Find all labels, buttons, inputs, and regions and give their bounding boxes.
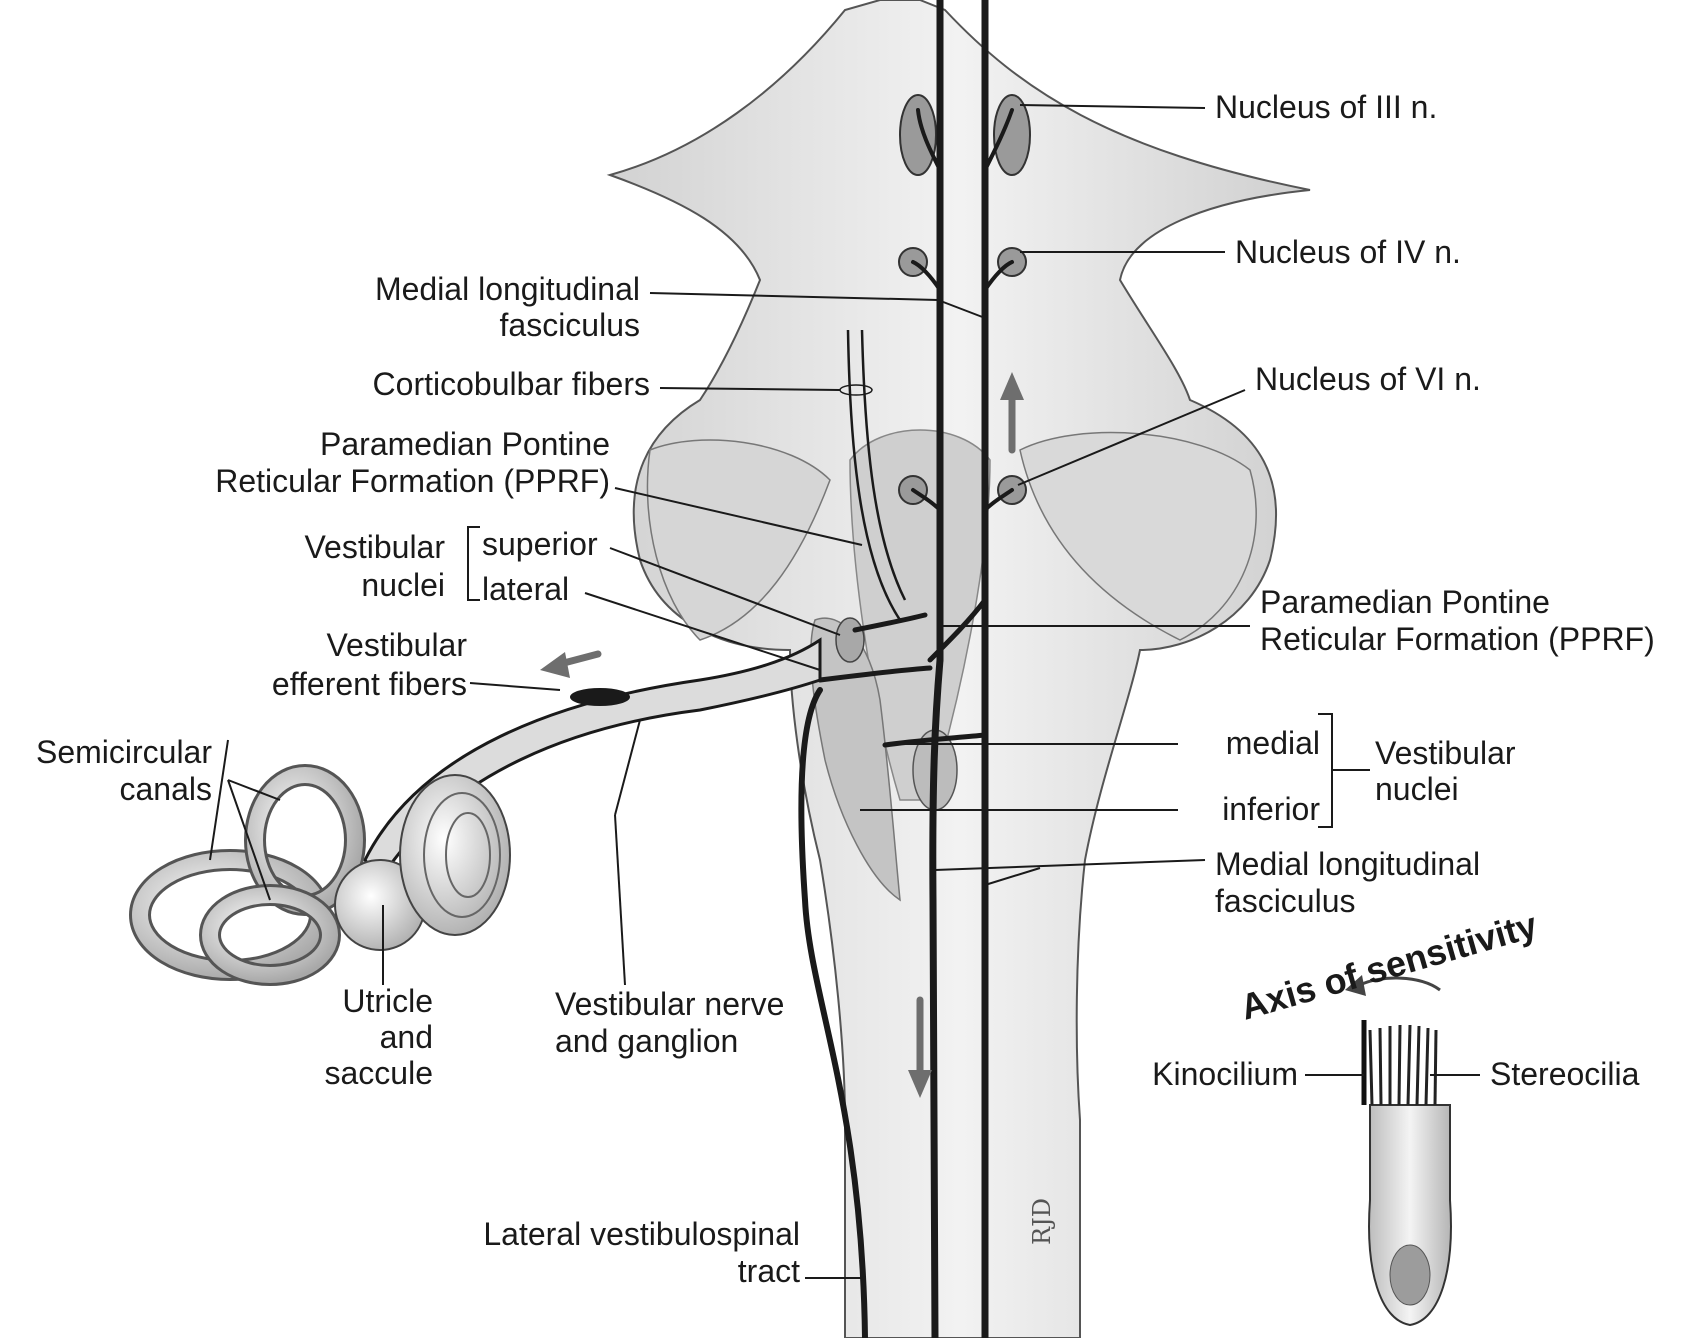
label-axis-of-sensitivity: Axis of sensitivity <box>1236 904 1542 1028</box>
label-vestibular-nuclei-left-2: nuclei <box>361 567 445 603</box>
stereocilium-8 <box>1435 1030 1436 1105</box>
leader-efferent <box>470 683 560 690</box>
stereocilium-4 <box>1399 1025 1400 1105</box>
vestibular-superior-nucleus <box>836 618 864 662</box>
label-mlf-top-1: Medial longitudinal <box>375 271 640 307</box>
artist-signature: RJD <box>1028 1198 1056 1245</box>
label-utricle-1: Utricle <box>342 983 433 1019</box>
label-kinocilium: Kinocilium <box>1152 1056 1298 1092</box>
nucleus-iii-right <box>994 95 1030 175</box>
label-semicircular-2: canals <box>120 771 213 807</box>
label-utricle-3: saccule <box>325 1055 434 1091</box>
leader-vest-nerve-2 <box>615 720 640 815</box>
leader-semicircular-1 <box>210 740 228 860</box>
label-utricle-2: and <box>380 1019 433 1055</box>
label-lateral: lateral <box>482 571 569 607</box>
bracket-vestibular-left <box>468 527 480 600</box>
label-inferior: inferior <box>1222 791 1320 827</box>
nucleus-iii-left <box>900 95 936 175</box>
bracket-vestibular-right <box>1318 714 1332 827</box>
label-lateral-vestibulospinal-2: tract <box>738 1253 800 1289</box>
label-vestibular-efferent-2: efferent fibers <box>272 666 467 702</box>
vestibular-ganglion <box>570 688 630 706</box>
label-mlf-top-2: fasciculus <box>500 307 641 343</box>
label-vestibular-nuclei-left-1: Vestibular <box>304 529 445 565</box>
label-vestibular-efferent-1: Vestibular <box>326 627 467 663</box>
label-semicircular-1: Semicircular <box>36 734 212 770</box>
label-pprf-left-2: Reticular Formation (PPRF) <box>215 463 610 499</box>
stereocilium-2 <box>1380 1028 1381 1105</box>
label-vestibular-nerve-2: and ganglion <box>555 1023 738 1059</box>
label-vestibular-nuclei-right-1: Vestibular <box>1375 735 1516 771</box>
label-lateral-vestibulospinal-1: Lateral vestibulospinal <box>483 1216 800 1252</box>
leader-vest-nerve-1 <box>615 815 625 985</box>
label-corticobulbar: Corticobulbar fibers <box>373 366 650 402</box>
label-mlf-bottom-2: fasciculus <box>1215 883 1356 919</box>
label-vestibular-nuclei-right-2: nuclei <box>1375 771 1459 807</box>
label-nucleus-vi: Nucleus of VI n. <box>1255 361 1481 397</box>
label-nucleus-iii: Nucleus of III n. <box>1215 89 1437 125</box>
stereocilium-5 <box>1408 1025 1410 1105</box>
brainstem <box>610 0 1310 1338</box>
stereocilia-bundle <box>1370 1025 1436 1105</box>
stereocilium-1 <box>1370 1030 1372 1105</box>
label-pprf-right-1: Paramedian Pontine <box>1260 584 1550 620</box>
label-stereocilia: Stereocilia <box>1490 1056 1640 1092</box>
label-medial: medial <box>1226 725 1320 761</box>
hair-cell <box>1345 975 1451 1325</box>
hair-cell-nucleus <box>1390 1245 1430 1305</box>
label-pprf-left-1: Paramedian Pontine <box>320 426 610 462</box>
label-mlf-bottom-1: Medial longitudinal <box>1215 846 1480 882</box>
label-nucleus-iv: Nucleus of IV n. <box>1235 234 1461 270</box>
label-vestibular-nerve-1: Vestibular nerve <box>555 986 784 1022</box>
cochlea-outer <box>400 775 510 935</box>
label-pprf-right-2: Reticular Formation (PPRF) <box>1260 621 1655 657</box>
stereocilium-6 <box>1417 1026 1419 1105</box>
label-superior: superior <box>482 526 598 562</box>
efferent-arrow-head <box>540 652 570 678</box>
stereocilium-7 <box>1426 1028 1428 1105</box>
